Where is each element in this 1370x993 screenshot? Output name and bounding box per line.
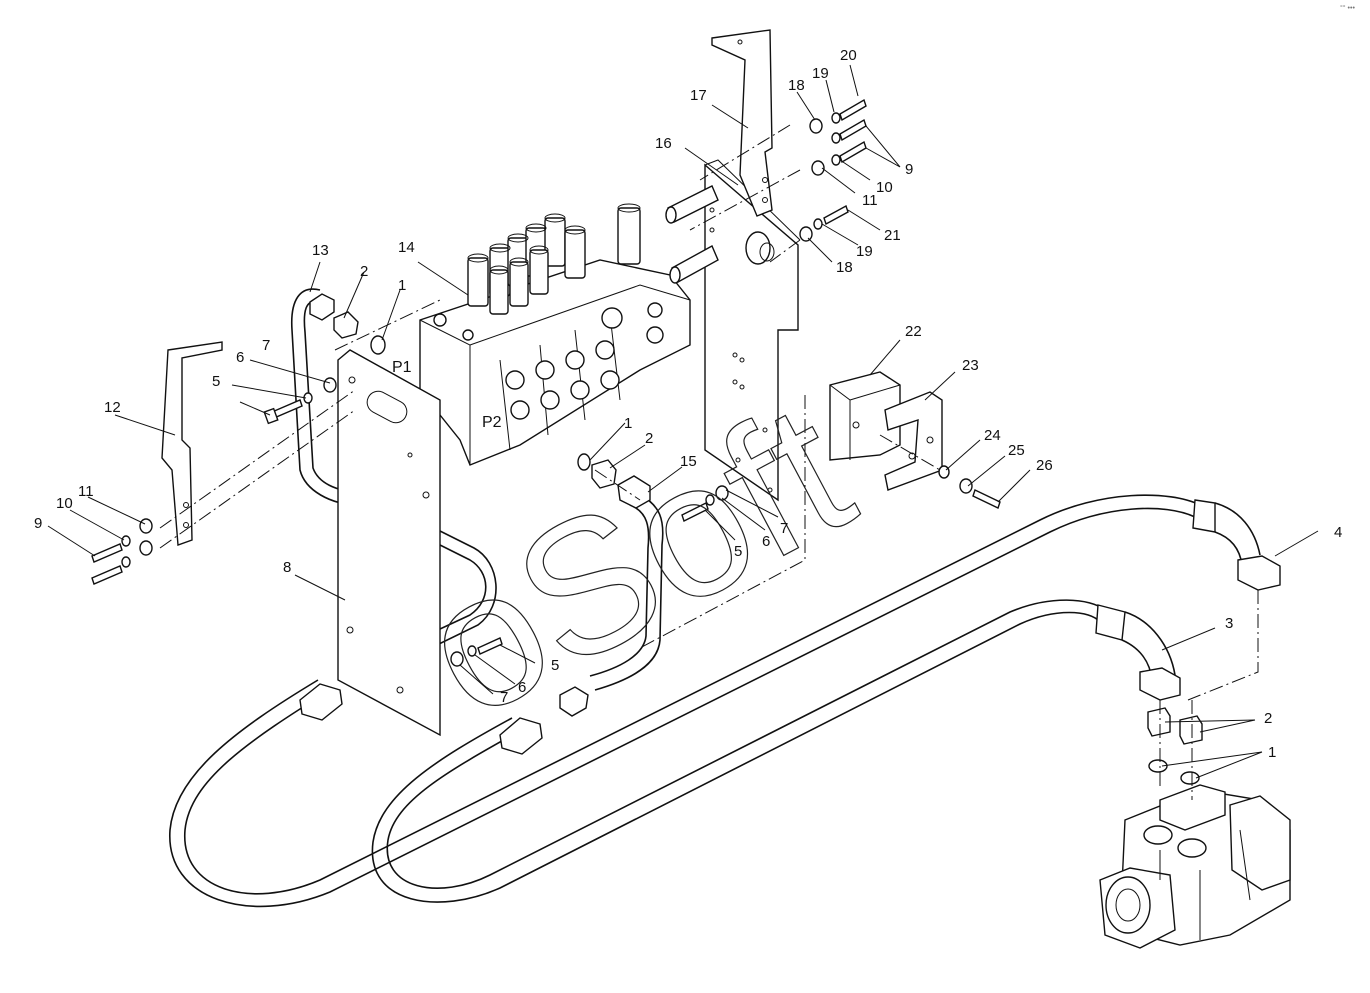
callout-19-lower: 19 <box>856 243 873 260</box>
callout-14: 14 <box>398 239 415 256</box>
callout-15: 15 <box>680 453 697 470</box>
callout-4: 4 <box>1334 524 1342 541</box>
mounting-plate-8 <box>337 349 441 737</box>
block-22 <box>829 371 901 461</box>
hydraulic-pump <box>1099 784 1291 949</box>
callout-10-left: 10 <box>56 495 73 512</box>
hose-13 <box>290 288 487 651</box>
control-valve-14 <box>419 203 691 466</box>
hose-15 <box>594 494 664 691</box>
callout-21: 21 <box>884 227 901 244</box>
callout-8: 8 <box>283 559 291 576</box>
callout-2-mid: 2 <box>645 430 653 447</box>
bracket-12 <box>161 341 223 546</box>
plate-23 <box>884 391 943 491</box>
pump-fittings <box>1147 707 1203 785</box>
callout-18-lower: 18 <box>836 259 853 276</box>
assembly-centerlines <box>159 124 1259 800</box>
callout-22: 22 <box>905 323 922 340</box>
callout-6-left: 6 <box>236 349 244 366</box>
callout-11-left: 11 <box>78 483 94 500</box>
callout-10-right: 10 <box>876 179 893 196</box>
callout-9-left: 9 <box>34 515 42 532</box>
callout-1-pump: 1 <box>1268 744 1276 761</box>
callout-3: 3 <box>1225 615 1233 632</box>
callout-5-right: 5 <box>734 543 742 560</box>
bracket-17 <box>711 29 773 217</box>
callout-9-right: 9 <box>905 161 913 178</box>
callout-7-lower: 7 <box>500 689 508 706</box>
nut-3 <box>1139 667 1181 701</box>
callout-23: 23 <box>962 357 979 374</box>
callout-2-pump: 2 <box>1264 710 1272 727</box>
nut-4 <box>1237 555 1281 591</box>
callout-11-right: 11 <box>862 192 878 209</box>
callout-6-right: 6 <box>762 533 770 550</box>
corner-mark: °° ••• <box>1340 4 1355 12</box>
hardware <box>91 98 1001 667</box>
callout-1-mid: 1 <box>624 415 632 432</box>
callout-1-upper: 1 <box>398 277 406 294</box>
callout-leaders <box>47 64 1319 779</box>
callout-7-left: 7 <box>262 337 270 354</box>
callout-24: 24 <box>984 427 1001 444</box>
callout-13: 13 <box>312 242 329 259</box>
port-label-p2: P2 <box>482 414 502 431</box>
callout-26: 26 <box>1036 457 1053 474</box>
hose-assembly-loops <box>169 494 1281 908</box>
callout-5-left: 5 <box>212 373 220 390</box>
callout-6-lower: 6 <box>518 679 526 696</box>
callout-2-upper: 2 <box>360 263 368 280</box>
callout-numbers: 1 2 13 14 7 6 5 12 11 10 9 8 1 2 15 5 6 … <box>34 47 1342 761</box>
callout-18-upper: 18 <box>788 77 805 94</box>
callout-7-right: 7 <box>780 520 788 537</box>
callout-5-lower: 5 <box>551 657 559 674</box>
callout-25: 25 <box>1008 442 1025 459</box>
callout-12: 12 <box>104 399 121 416</box>
callout-20: 20 <box>840 47 857 64</box>
callout-17: 17 <box>690 87 707 104</box>
port-label-p1: P1 <box>392 359 412 376</box>
mounting-plate-16 <box>665 159 801 502</box>
callout-19-upper: 19 <box>812 65 829 82</box>
callout-16: 16 <box>655 135 672 152</box>
